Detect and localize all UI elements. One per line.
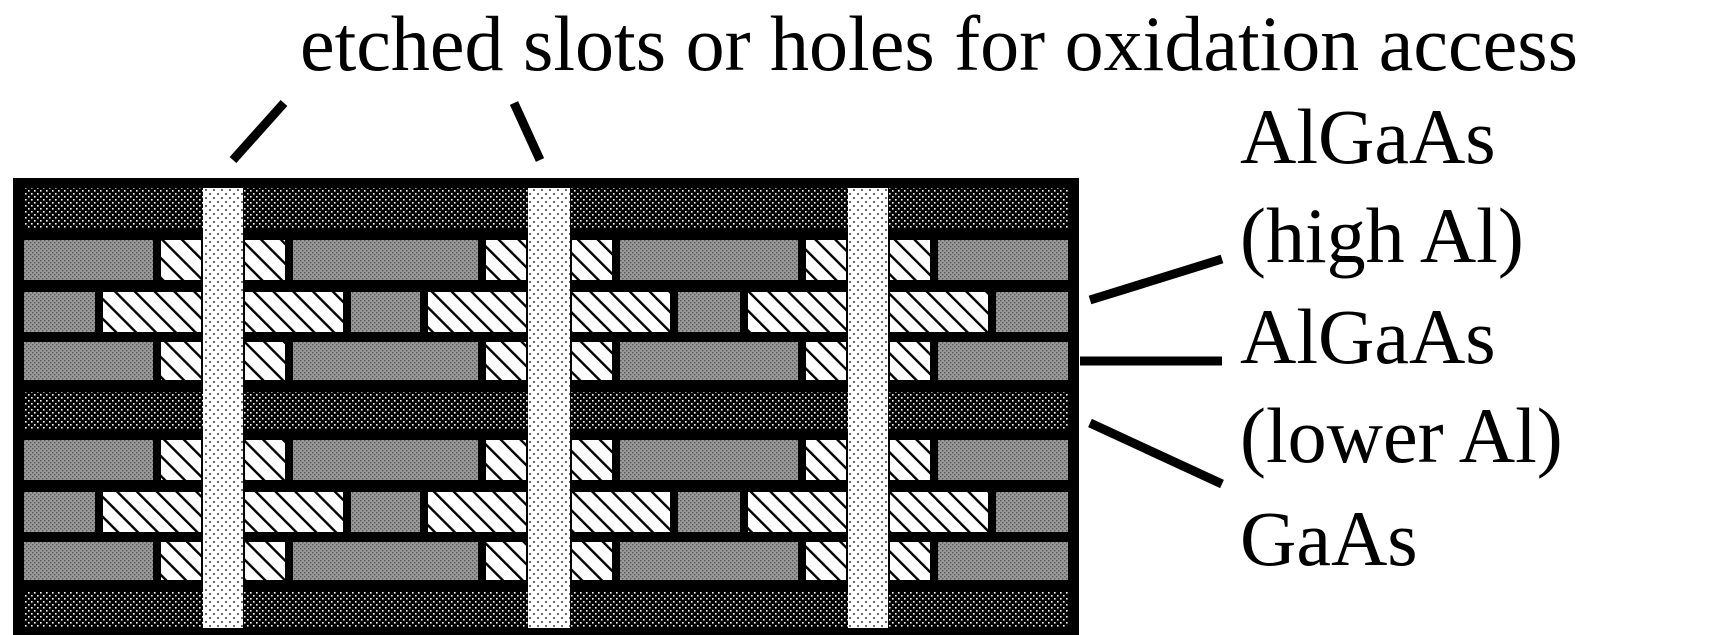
label-algaas-high-note: (high Al) [1240,192,1524,279]
oxidized-region [890,440,930,480]
oxidized-region [890,492,988,532]
algaas-high-unoxidized [24,542,153,580]
algaas-high-unoxidized [938,342,1068,380]
oxidized-region [486,542,526,580]
algaas-high-unoxidized [293,440,478,480]
algaas-high-unoxidized [293,342,478,380]
algaas-high-unoxidized [938,440,1068,480]
oxidized-region [103,292,201,332]
oxidized-region [161,542,201,580]
oxidized-region [890,342,930,380]
oxidized-region [748,492,846,532]
algaas-high-unoxidized [620,440,798,480]
algaas-lower-unoxidized [24,292,95,332]
algaas-high-unoxidized [620,240,798,280]
oxidized-region [245,342,285,380]
algaas-lower-unoxidized [24,492,95,532]
oxidized-region [245,440,285,480]
oxidized-region [161,440,201,480]
algaas-lower-unoxidized [351,292,420,332]
oxidized-region [806,240,846,280]
caption-text: etched slots or holes for oxidation acce… [300,0,1578,87]
algaas-lower-unoxidized [678,492,740,532]
oxidized-region [103,492,201,532]
oxidized-region [428,492,526,532]
slot-pointer-middle [509,101,545,162]
algaas-high-unoxidized [620,542,798,580]
oxidized-region [572,292,670,332]
etched-slot [203,188,243,628]
algaas-high-unoxidized [620,342,798,380]
oxidized-region [245,492,343,532]
algaas-high-unoxidized [24,240,153,280]
oxidized-region [161,342,201,380]
label-gaas: GaAs [1240,495,1418,582]
oxidized-region [245,240,285,280]
layer-structure [13,178,1079,635]
oxidized-region [161,240,201,280]
label-pointer-gaas [1088,418,1224,489]
etched-slot [848,188,888,628]
oxidized-region [806,542,846,580]
algaas-lower-unoxidized [678,292,740,332]
oxidized-region [890,240,930,280]
label-algaas-high: AlGaAs [1240,93,1496,180]
algaas-high-unoxidized [293,240,478,280]
oxidized-region [572,440,612,480]
algaas-lower-unoxidized [996,492,1068,532]
slot-pointer-left [229,99,288,164]
etched-slot [528,188,570,628]
label-pointer-high-al [1088,254,1224,305]
oxidized-region [486,342,526,380]
oxidized-region [428,292,526,332]
label-algaas-lower-note: (lower Al) [1240,392,1563,479]
oxidized-region [572,542,612,580]
oxidized-region [572,342,612,380]
oxidized-region [245,542,285,580]
label-algaas-lower: AlGaAs [1240,293,1496,380]
algaas-high-unoxidized [24,440,153,480]
oxidized-region [245,292,343,332]
oxidized-region [572,492,670,532]
algaas-high-unoxidized [938,240,1068,280]
algaas-high-unoxidized [293,542,478,580]
oxidized-region [806,440,846,480]
oxidized-region [748,292,846,332]
oxidized-region [572,240,612,280]
oxidized-region [890,292,988,332]
oxidized-region [806,342,846,380]
oxidized-region [486,440,526,480]
oxidized-region [486,240,526,280]
algaas-lower-unoxidized [351,492,420,532]
algaas-high-unoxidized [24,342,153,380]
algaas-high-unoxidized [938,542,1068,580]
algaas-lower-unoxidized [996,292,1068,332]
oxidized-region [890,542,930,580]
